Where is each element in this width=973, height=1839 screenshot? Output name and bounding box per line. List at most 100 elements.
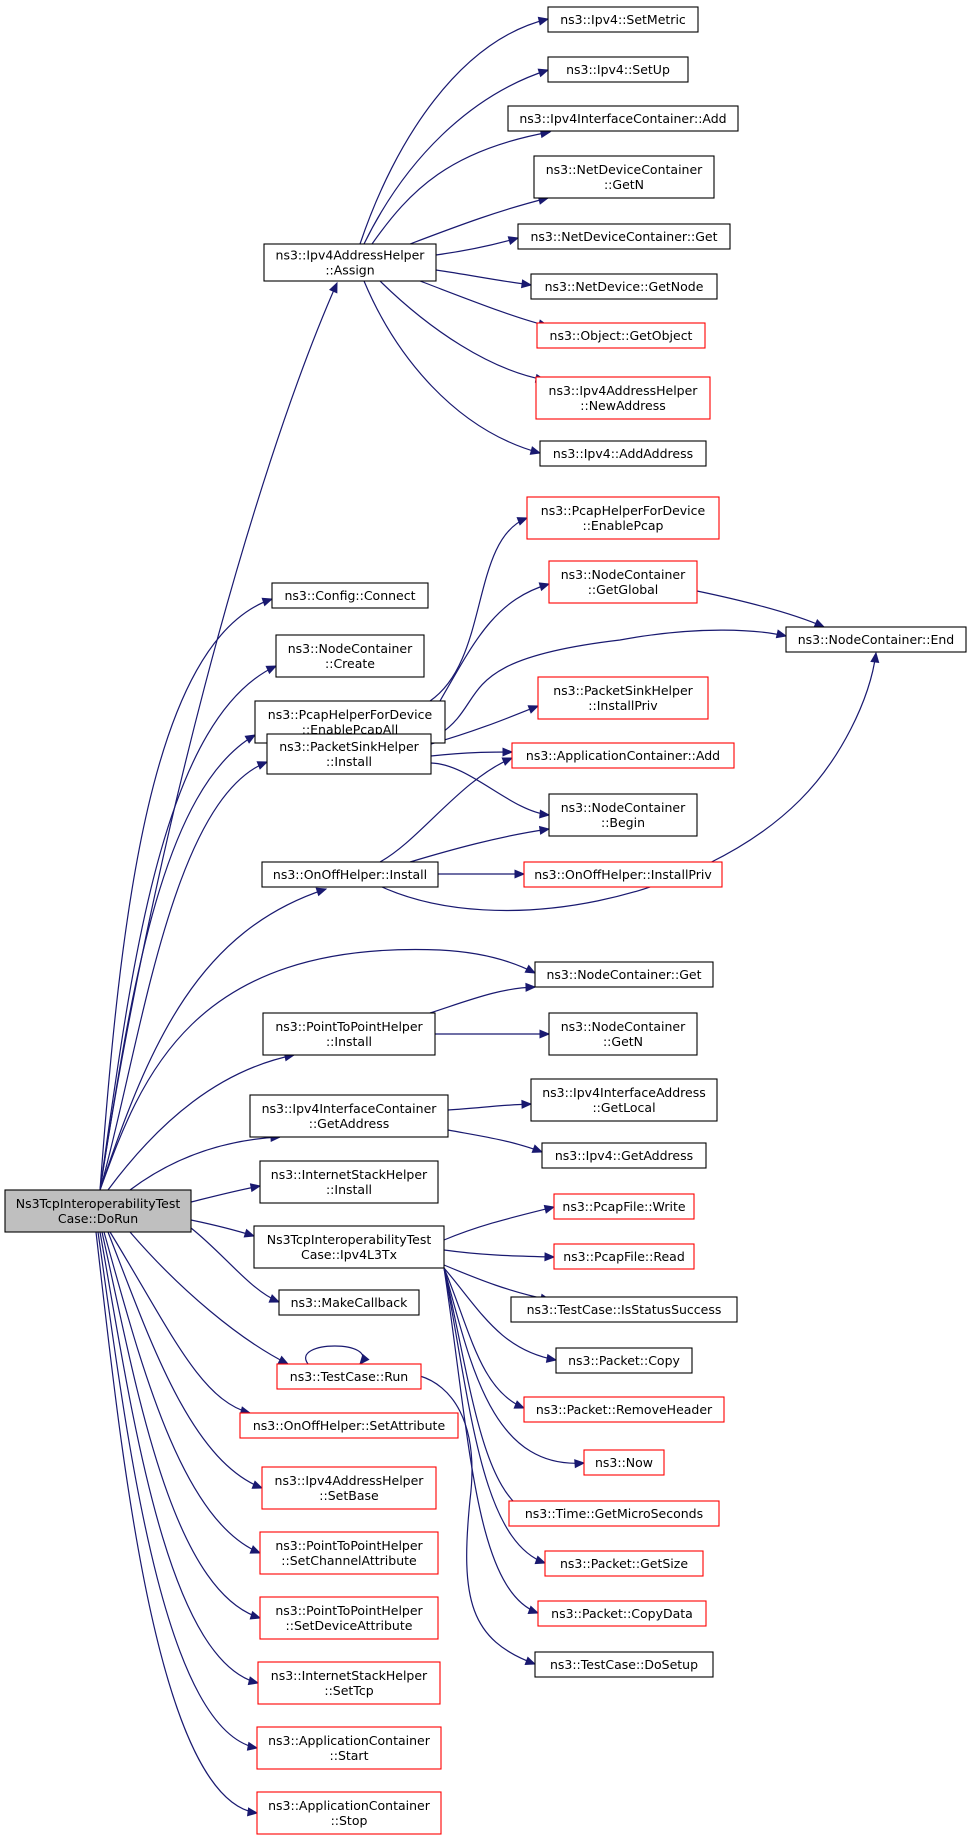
node-ipv4-addaddress[interactable]: ns3::Ipv4::AddAddress [539, 440, 707, 467]
node-ooh-setattribute[interactable]: ns3::OnOffHelper::SetAttribute [239, 1412, 459, 1439]
node-iah-assign[interactable]: ns3::Ipv4AddressHelper::Assign [263, 243, 437, 282]
node-box [259, 1596, 439, 1640]
node-p2p-setchannelattribute[interactable]: ns3::PointToPointHelper::SetChannelAttri… [259, 1531, 439, 1575]
node-box [548, 1012, 698, 1056]
node-label: Ns3TcpInteroperabilityTest [16, 1196, 181, 1211]
node-box [4, 1189, 192, 1233]
node-box [535, 376, 711, 420]
arrowhead [243, 1228, 256, 1238]
arrowhead [247, 1676, 260, 1686]
arrowhead [531, 1144, 544, 1153]
edge-phfd-enablepcapall-to-phfd-enablepcap [429, 517, 529, 702]
edge-line [430, 751, 513, 757]
node-box [249, 1094, 449, 1138]
arrowhead [315, 887, 328, 897]
node-ooh-install[interactable]: ns3::OnOffHelper::Install [261, 861, 439, 888]
edge-line [363, 280, 541, 454]
node-label: ns3::PacketSinkHelper [553, 683, 693, 698]
arrowhead [524, 1656, 537, 1665]
node-box [239, 1412, 459, 1439]
node-makecallback[interactable]: ns3::MakeCallback [278, 1289, 420, 1316]
node-psh-install[interactable]: ns3::PacketSinkHelper::Install [266, 733, 432, 775]
node-ac-start[interactable]: ns3::ApplicationContainer::Start [256, 1726, 442, 1770]
node-ipv4-getaddress[interactable]: ns3::Ipv4::GetAddress [541, 1142, 707, 1169]
node-tc-run[interactable]: ns3::TestCase::Run [276, 1363, 422, 1390]
node-ndc-getn[interactable]: ns3::NetDeviceContainer::GetN [533, 155, 715, 199]
edge-line [443, 1264, 551, 1301]
node-pcap-write[interactable]: ns3::PcapFile::Write [553, 1193, 695, 1220]
edge-line [190, 1227, 280, 1303]
node-label: ns3::NodeContainer::Get [547, 967, 702, 982]
arrowhead [249, 1610, 262, 1620]
node-nc-end[interactable]: ns3::NodeContainer::End [785, 626, 967, 653]
edge-root-to-ooh-install [99, 887, 328, 1191]
node-packet-copy[interactable]: ns3::Packet::Copy [555, 1347, 693, 1374]
node-label: ::GetGlobal [588, 582, 659, 597]
node-packet-getsize[interactable]: ns3::Packet::GetSize [544, 1550, 704, 1577]
node-nc-begin[interactable]: ns3::NodeContainer::Begin [548, 793, 698, 837]
edge-line [97, 1231, 258, 1749]
node-ish-install[interactable]: ns3::InternetStackHelper::Install [259, 1160, 439, 1204]
node-p2p-setdeviceattribute[interactable]: ns3::PointToPointHelper::SetDeviceAttrib… [259, 1596, 439, 1640]
arrowhead [527, 1605, 540, 1615]
edge-line [190, 1185, 261, 1203]
node-tc-dosetup[interactable]: ns3::TestCase::DoSetup [534, 1651, 714, 1678]
edge-layer [95, 16, 880, 1817]
node-ac-add[interactable]: ns3::ApplicationContainer::Add [511, 742, 735, 769]
edge-line [439, 583, 550, 702]
node-obj-getobject[interactable]: ns3::Object::GetObject [536, 322, 706, 349]
node-label: ::InstallPriv [588, 698, 658, 713]
node-packet-copydata[interactable]: ns3::Packet::CopyData [537, 1600, 707, 1627]
node-label: ::EnablePcap [582, 518, 663, 533]
node-ndc-get[interactable]: ns3::NetDeviceContainer::Get [517, 223, 731, 250]
node-label: ns3::NodeContainer::End [798, 632, 954, 647]
node-ipv4ic-getaddress[interactable]: ns3::Ipv4InterfaceContainer::GetAddress [249, 1094, 449, 1138]
node-ipv4-setup[interactable]: ns3::Ipv4::SetUp [547, 56, 689, 83]
edge-iah-assign-to-nd-getnode [435, 269, 533, 289]
node-label: ::Install [326, 1182, 372, 1197]
node-label: Case::DoRun [58, 1211, 138, 1226]
node-config-connect[interactable]: ns3::Config::Connect [271, 582, 429, 609]
edge-ipv4l3tx-to-pcap-read [443, 1249, 556, 1262]
edge-line [379, 757, 513, 863]
node-box [508, 1500, 720, 1527]
edge-iah-assign-to-obj-getobject [419, 280, 550, 329]
node-nc-getglobal[interactable]: ns3::NodeContainer::GetGlobal [548, 560, 698, 604]
edge-line [443, 1267, 525, 1409]
node-tc-isstatussuccess[interactable]: ns3::TestCase::IsStatusSuccess [510, 1296, 738, 1323]
node-label: ns3::Packet::RemoveHeader [536, 1402, 713, 1417]
node-ooh-installpriv[interactable]: ns3::OnOffHelper::InstallPriv [523, 861, 723, 888]
edge-root-to-ac-start [97, 1231, 259, 1751]
node-ipv4-setmetric[interactable]: ns3::Ipv4::SetMetric [547, 6, 699, 33]
node-nc-create[interactable]: ns3::NodeContainer::Create [275, 634, 425, 678]
node-iah-newaddress[interactable]: ns3::Ipv4AddressHelper::NewAddress [535, 376, 711, 420]
node-phfd-enablepcap[interactable]: ns3::PcapHelperForDevice::EnablePcap [526, 496, 720, 540]
node-iah-setbase[interactable]: ns3::Ipv4AddressHelper::SetBase [261, 1466, 437, 1510]
node-ac-stop[interactable]: ns3::ApplicationContainer::Stop [256, 1791, 442, 1835]
node-label: ns3::NodeContainer [561, 1019, 686, 1034]
edge-iah-assign-to-ipv4-setup [363, 68, 550, 245]
edge-line [371, 131, 551, 245]
node-label: ::Assign [325, 263, 374, 278]
edge-iah-assign-to-iah-newaddress [379, 280, 547, 383]
node-nd-getnode[interactable]: ns3::NetDevice::GetNode [530, 273, 718, 300]
node-packet-removeheader[interactable]: ns3::Packet::RemoveHeader [523, 1396, 725, 1423]
node-psh-installpriv[interactable]: ns3::PacketSinkHelper::InstallPriv [537, 676, 709, 720]
node-ish-settcp[interactable]: ns3::InternetStackHelper::SetTcp [257, 1661, 441, 1705]
node-now[interactable]: ns3::Now [583, 1449, 665, 1476]
edge-psh-install-to-ac-add [430, 747, 514, 757]
arrowhead [247, 1807, 259, 1817]
node-ipv4ia-getlocal[interactable]: ns3::Ipv4InterfaceAddress::GetLocal [530, 1078, 718, 1122]
node-p2p-install[interactable]: ns3::PointToPointHelper::Install [262, 1012, 436, 1056]
edge-ipv4l3tx-to-packet-getsize [443, 1267, 547, 1565]
arrowhead [261, 597, 274, 607]
node-nc-get[interactable]: ns3::NodeContainer::Get [534, 961, 714, 988]
node-nc-getn[interactable]: ns3::NodeContainer::GetN [548, 1012, 698, 1056]
node-time-getmicroseconds[interactable]: ns3::Time::GetMicroSeconds [508, 1500, 720, 1527]
node-ipv4ic-add[interactable]: ns3::Ipv4InterfaceContainer::Add [507, 105, 739, 132]
node-label: ns3::Ipv4AddressHelper [549, 383, 699, 398]
node-pcap-read[interactable]: ns3::PcapFile::Read [553, 1243, 695, 1270]
node-layer: Ns3TcpInteroperabilityTestCase::DoRunns3… [4, 6, 967, 1835]
